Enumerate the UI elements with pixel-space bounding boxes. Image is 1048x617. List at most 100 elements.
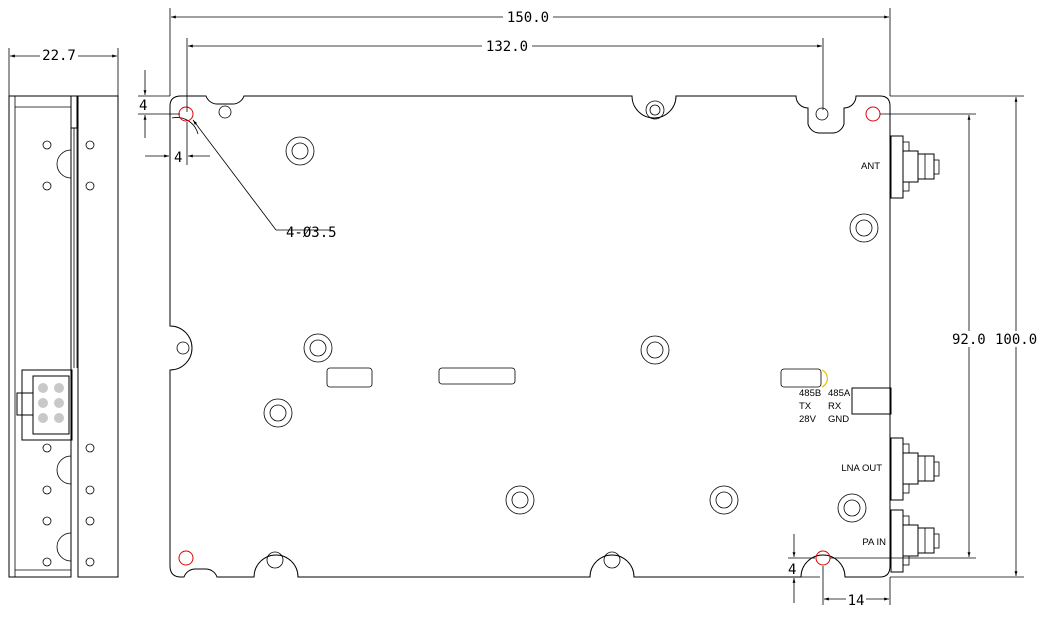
mounting-hole-top-right: [865, 106, 881, 122]
connector-pin: [54, 413, 64, 423]
mounting-hole-top-left: [178, 106, 194, 122]
slot: [326, 367, 373, 388]
dimensions: 150.0 132.0 4 4 4-Ø3.5 100.0 92.0: [138, 8, 1040, 609]
rf-tab: [902, 515, 910, 526]
notch-hole: [266, 551, 284, 569]
side-connector: [16, 369, 73, 441]
side-connector-latch: [16, 392, 34, 416]
rf-nut: [917, 153, 935, 180]
side-top-step: [70, 95, 78, 129]
overall-height-label: 100.0: [995, 332, 1037, 348]
hole-callout-label: 4-Ø3.5: [286, 225, 337, 241]
power-connector: [851, 387, 892, 415]
side-bulge-3: [56, 532, 72, 562]
top-offset-label: 4: [139, 98, 147, 114]
standoff: [837, 493, 867, 523]
side-hole: [85, 181, 95, 191]
hole-spacing-y-label: 92.0: [952, 332, 986, 348]
standoff: [303, 333, 333, 363]
standoff-hole: [646, 341, 664, 359]
rf-connector-lna-out: [890, 437, 940, 501]
label-ant: ANT: [861, 161, 880, 172]
connector-pin: [38, 413, 48, 423]
pin-tx: TX: [799, 401, 812, 412]
standoff: [285, 136, 315, 166]
side-connector-face: [32, 375, 70, 435]
rf-flange: [890, 509, 904, 573]
notch-hole-inner: [649, 104, 661, 116]
notch-holes: [176, 100, 829, 569]
standoff: [640, 335, 670, 365]
side-width-label: 22.7: [42, 48, 76, 64]
pinout-table: 485B 485A TX RX 28V GND: [799, 388, 851, 425]
rf-tab: [902, 483, 910, 494]
standoff: [263, 398, 293, 428]
rf-tip: [933, 533, 940, 549]
standoff: [849, 213, 879, 243]
standoff-hole: [715, 491, 733, 509]
pin-rx: RX: [828, 401, 842, 412]
side-bulge-2: [56, 455, 72, 485]
standoff-hole: [855, 219, 873, 237]
hole-callout-leader: [192, 119, 277, 231]
side-hole: [85, 140, 95, 150]
side-hole: [42, 443, 52, 453]
slot-highlight: [821, 369, 828, 388]
overall-height-label-bg: [994, 331, 1040, 347]
hole-from-right-label: 14: [848, 593, 865, 609]
standoff: [709, 485, 739, 515]
rf-tip: [933, 159, 940, 175]
hole-from-right-label-bg: [846, 592, 866, 606]
notch-hole: [176, 341, 190, 355]
notch-hole: [645, 100, 665, 120]
side-hole: [85, 516, 95, 526]
rf-body: [902, 524, 919, 557]
label-lna-out: LNA OUT: [841, 463, 882, 474]
connector-pin: [54, 383, 64, 393]
rf-nut: [917, 527, 935, 554]
side-hole: [42, 140, 52, 150]
bottom-offset-label: 4: [788, 562, 796, 578]
connector-pin: [38, 398, 48, 408]
standoff-hole: [291, 142, 309, 160]
slots: [326, 367, 828, 388]
mounting-hole-bottom-left: [178, 550, 194, 566]
hole-spacing-x-label-bg: [482, 38, 532, 54]
side-hole: [85, 557, 95, 567]
side-holes: [42, 140, 95, 567]
hole-spacing-x-label: 132.0: [486, 39, 528, 55]
notch-hole: [218, 105, 232, 119]
pin-28v: 28V: [799, 414, 817, 425]
pin-485b: 485B: [799, 388, 821, 399]
top-view: 485B 485A TX RX 28V GND ANT: [169, 95, 940, 578]
mounting-hole-bottom-right: [815, 550, 831, 566]
side-width-label-bg: [40, 47, 78, 63]
side-view: 22.7: [8, 47, 119, 578]
rf-tip: [933, 461, 940, 477]
side-bulge-1: [56, 149, 72, 179]
notch-hole: [815, 107, 829, 121]
rf-connector-pa-in: [890, 509, 940, 573]
standoff-hole: [843, 499, 861, 517]
mounting-holes: [178, 106, 881, 566]
label-pa-in: PA IN: [862, 537, 886, 548]
side-connector-housing: [21, 369, 73, 441]
slot: [780, 368, 822, 388]
rf-connector-ant: [890, 135, 940, 199]
rf-flange: [890, 437, 904, 501]
rf-tab: [902, 141, 910, 152]
slot: [438, 367, 516, 385]
side-hole: [85, 443, 95, 453]
rf-body: [902, 452, 919, 485]
hole-spacing-y-label-bg: [951, 331, 991, 347]
standoffs: [263, 136, 879, 523]
side-hole: [42, 181, 52, 191]
side-hole: [42, 485, 52, 495]
side-body-right: [77, 95, 119, 578]
rf-flange: [890, 135, 904, 199]
side-hole: [42, 516, 52, 526]
notch-hole: [603, 551, 621, 569]
connector-pin: [54, 398, 64, 408]
standoff-hole: [511, 491, 529, 509]
